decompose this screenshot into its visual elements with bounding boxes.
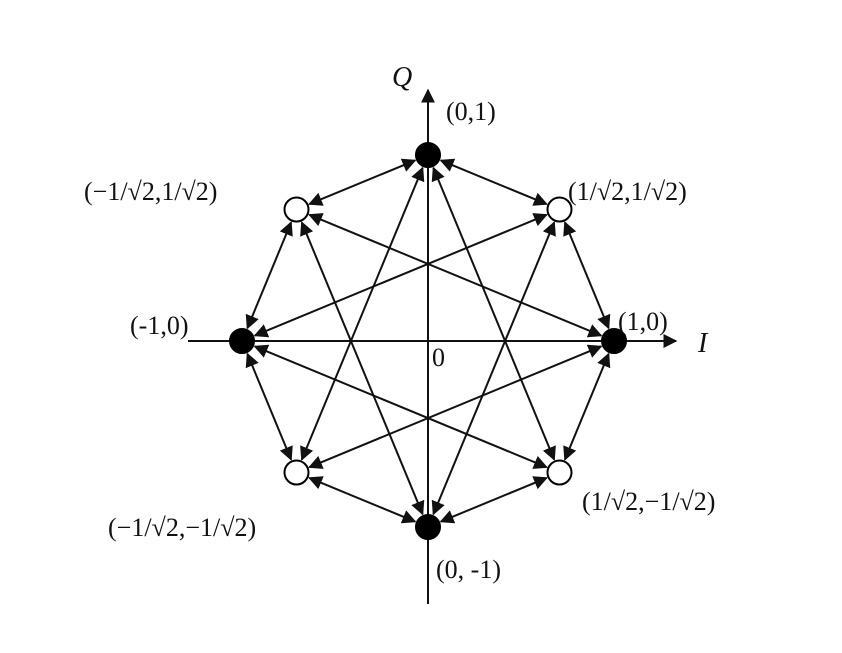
transition-arrow-p3-p6	[253, 344, 548, 469]
point-label-p4: (0, -1)	[436, 555, 501, 584]
constellation-point-p5	[283, 459, 310, 486]
transition-arrow-p0-p5	[300, 166, 425, 461]
constellation-point-p0	[415, 142, 441, 168]
transition-arrow-p3-p4	[439, 476, 548, 524]
constellation-point-p4	[415, 514, 441, 540]
transition-arrow-p6-p7	[245, 221, 293, 330]
constellation-points	[229, 142, 627, 540]
point-label-p0: (0,1)	[446, 97, 496, 126]
constellation-point-p6	[229, 328, 255, 354]
transition-arrow-p1-p6	[253, 213, 548, 338]
transition-arrow-p0-p1	[439, 158, 548, 206]
constellation-point-p3	[546, 459, 573, 486]
q-axis-label: Q	[392, 62, 412, 93]
point-label-p1: (1/√2,1/√2)	[568, 177, 687, 206]
constellation-point-p2	[601, 328, 627, 354]
constellation-point-p7	[283, 196, 310, 223]
transition-arrow-p4-p7	[300, 221, 425, 516]
transition-edges	[245, 158, 611, 524]
transition-arrow-p1-p4	[431, 221, 556, 516]
point-label-p5: (−1/√2,−1/√2)	[108, 513, 256, 542]
transition-arrow-p2-p7	[308, 213, 603, 338]
transition-arrow-p7-p0	[308, 158, 417, 206]
transition-arrow-p2-p5	[308, 344, 603, 469]
transition-arrow-p4-p5	[308, 476, 417, 524]
point-label-p6: (-1,0)	[130, 311, 188, 340]
transition-arrow-p0-p3	[431, 166, 556, 461]
constellation-point-p1	[546, 196, 573, 223]
point-label-p3: (1/√2,−1/√2)	[582, 487, 715, 516]
transition-arrow-p2-p3	[563, 352, 611, 461]
i-axis-label: I	[697, 328, 709, 359]
transition-arrow-p1-p2	[563, 221, 611, 330]
point-label-p2: (1,0)	[618, 307, 668, 336]
origin-label: 0	[432, 343, 445, 372]
point-label-p7: (−1/√2,1/√2)	[84, 177, 217, 206]
transition-arrow-p5-p6	[245, 352, 293, 461]
